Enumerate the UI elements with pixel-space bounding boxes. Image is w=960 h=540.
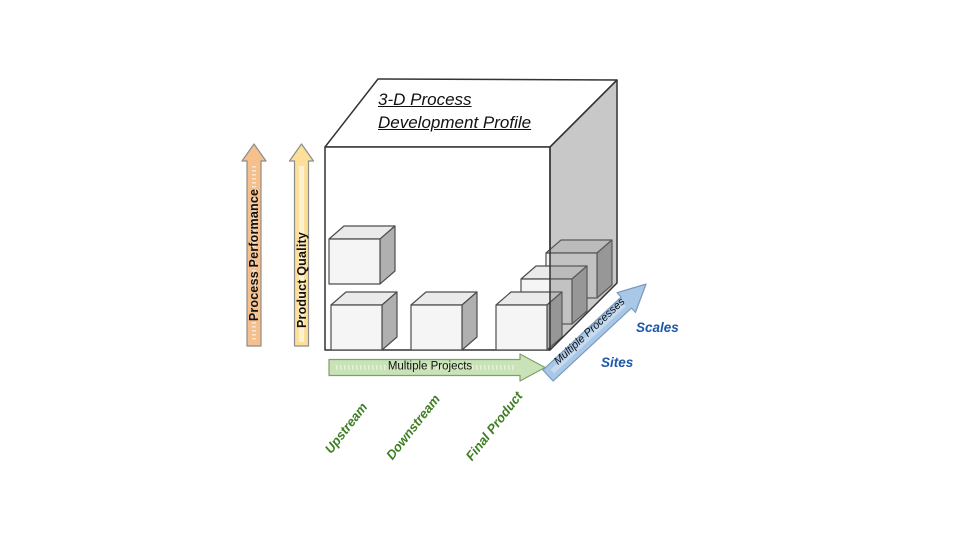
product-quality-arrow-icon: [288, 143, 315, 347]
sites-label: Sites: [601, 355, 634, 370]
scales-label: Scales: [636, 320, 679, 335]
box-right-face: [549, 79, 618, 351]
diagram-title-line2: Development Profile: [378, 113, 532, 132]
projects-arrow-shape: [328, 353, 546, 382]
multiple-projects-label: Multiple Projects: [387, 360, 473, 373]
processes-arrow-shape: [542, 283, 647, 382]
multiple-projects-arrow-icon: [328, 353, 546, 382]
cube-front-face: [495, 304, 548, 351]
product-quality-label: Product Quality: [294, 231, 309, 329]
process-performance-arrow-icon: [241, 143, 267, 347]
cube-front-face: [410, 304, 463, 351]
diagram-title-line1: 3-D Process: [378, 90, 472, 109]
performance-arrow-shape: [241, 143, 267, 347]
cube-upstream-upper: [328, 225, 396, 285]
cube-upstream: [330, 291, 398, 351]
process-performance-label: Process Performance: [246, 188, 261, 322]
cube-front-face: [330, 304, 383, 351]
multiple-processes-arrow-icon: [542, 283, 647, 382]
diagram-title: 3-D Process Development Profile: [378, 88, 531, 134]
cube-downstream: [410, 291, 478, 351]
processes-arrow-sheen: [550, 302, 626, 374]
cube-front-face: [328, 238, 381, 285]
cube-final-product: [495, 291, 563, 351]
